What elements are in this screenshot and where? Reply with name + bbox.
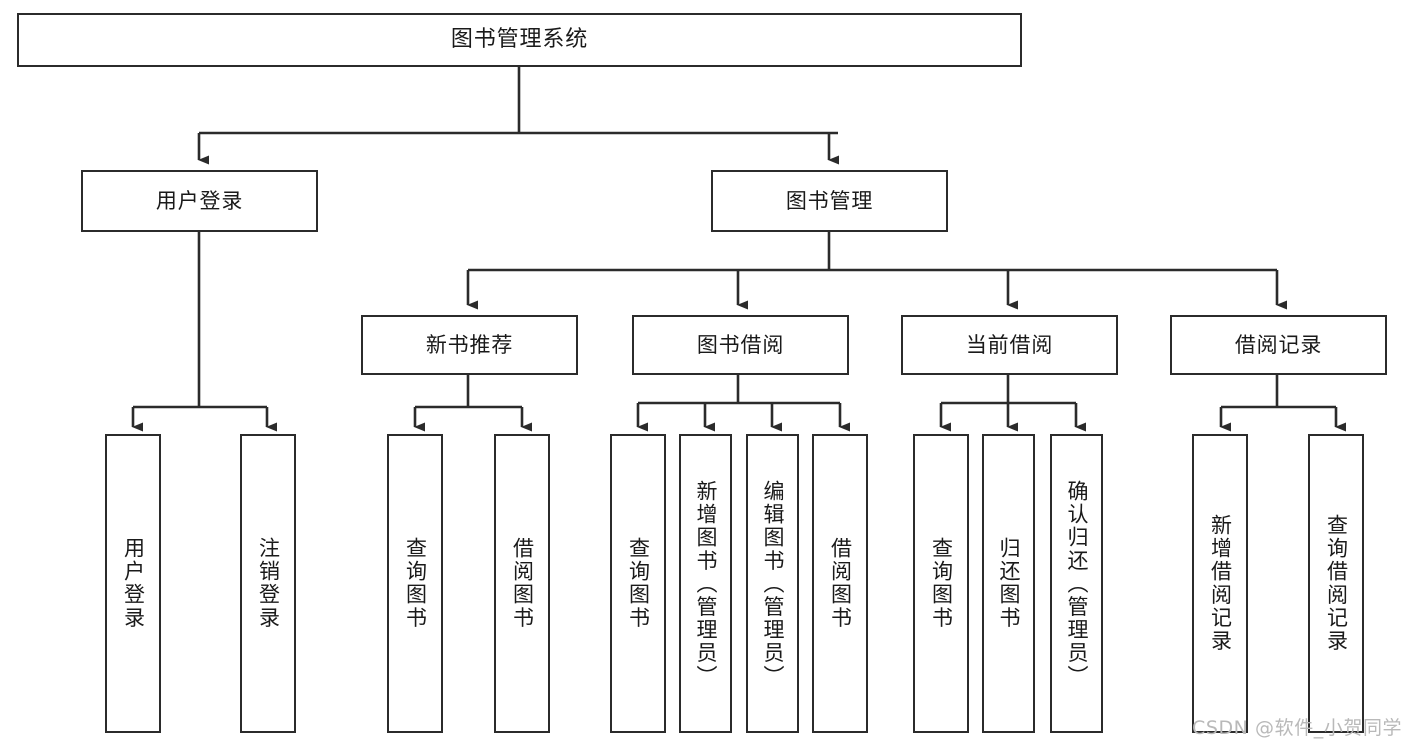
node-current-borrow-label: 当前借阅 xyxy=(965,332,1054,357)
node-leaf-query-book-1-label: 查询图书 xyxy=(403,537,428,630)
node-current-borrow[interactable]: 当前借阅 xyxy=(901,315,1118,375)
node-leaf-query-record-label: 查询借阅记录 xyxy=(1324,514,1349,653)
node-leaf-borrow-book-2[interactable]: 借阅图书 xyxy=(812,434,868,733)
node-new-book-recommend-label: 新书推荐 xyxy=(425,332,514,357)
node-leaf-return-book-label: 归还图书 xyxy=(996,537,1021,630)
node-leaf-borrow-book-2-label: 借阅图书 xyxy=(828,537,853,630)
node-user-login-label: 用户登录 xyxy=(155,188,244,213)
node-leaf-return-book[interactable]: 归还图书 xyxy=(982,434,1035,733)
node-root[interactable]: 图书管理系统 xyxy=(17,13,1022,67)
node-leaf-user-login-label: 用户登录 xyxy=(121,537,146,630)
node-book-management-label: 图书管理 xyxy=(785,188,874,213)
node-borrow-record[interactable]: 借阅记录 xyxy=(1170,315,1387,375)
node-book-borrow[interactable]: 图书借阅 xyxy=(632,315,849,375)
node-leaf-add-record-label: 新增借阅记录 xyxy=(1208,514,1233,653)
node-leaf-query-book-3-label: 查询图书 xyxy=(929,537,954,630)
node-book-management[interactable]: 图书管理 xyxy=(711,170,948,232)
node-leaf-query-book-2-label: 查询图书 xyxy=(626,537,651,630)
node-leaf-confirm-return-label: 确认归还（管理员） xyxy=(1064,479,1089,688)
node-leaf-borrow-book-1[interactable]: 借阅图书 xyxy=(494,434,550,733)
watermark-text: CSDN @软件_小贺同学 xyxy=(1192,717,1403,739)
node-leaf-user-login[interactable]: 用户登录 xyxy=(105,434,161,733)
node-leaf-query-record[interactable]: 查询借阅记录 xyxy=(1308,434,1364,733)
node-borrow-record-label: 借阅记录 xyxy=(1234,332,1323,357)
node-leaf-edit-book[interactable]: 编辑图书（管理员） xyxy=(746,434,799,733)
node-user-login[interactable]: 用户登录 xyxy=(81,170,318,232)
node-root-label: 图书管理系统 xyxy=(450,27,589,53)
node-leaf-query-book-2[interactable]: 查询图书 xyxy=(610,434,666,733)
node-leaf-logout-login-label: 注销登录 xyxy=(256,537,281,630)
node-leaf-edit-book-label: 编辑图书（管理员） xyxy=(760,479,785,688)
node-leaf-logout-login[interactable]: 注销登录 xyxy=(240,434,296,733)
node-leaf-query-book-3[interactable]: 查询图书 xyxy=(913,434,969,733)
node-leaf-add-book[interactable]: 新增图书（管理员） xyxy=(679,434,732,733)
node-leaf-query-book-1[interactable]: 查询图书 xyxy=(387,434,443,733)
node-leaf-confirm-return[interactable]: 确认归还（管理员） xyxy=(1050,434,1103,733)
node-leaf-add-book-label: 新增图书（管理员） xyxy=(693,479,718,688)
node-new-book-recommend[interactable]: 新书推荐 xyxy=(361,315,578,375)
node-book-borrow-label: 图书借阅 xyxy=(696,332,785,357)
node-leaf-add-record[interactable]: 新增借阅记录 xyxy=(1192,434,1248,733)
node-leaf-borrow-book-1-label: 借阅图书 xyxy=(510,537,535,630)
